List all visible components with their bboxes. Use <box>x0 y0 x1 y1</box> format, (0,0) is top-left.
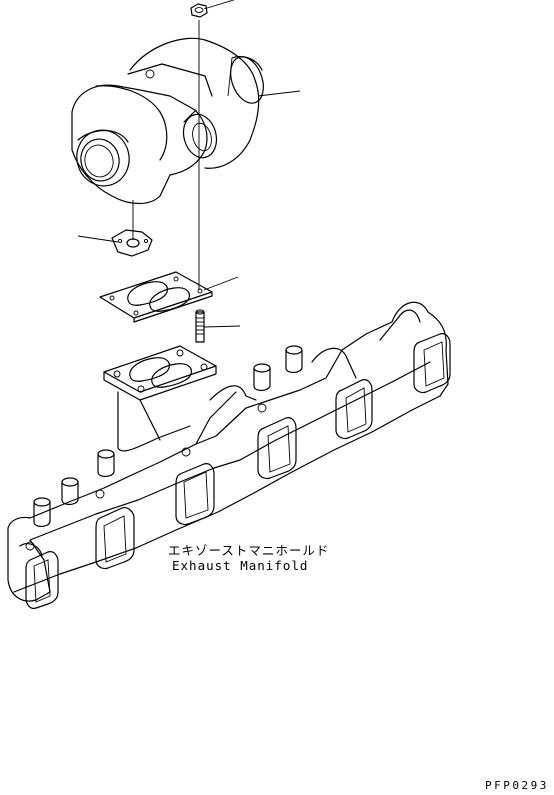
callout-leaders <box>77 0 301 328</box>
alignment-guide-lines <box>132 20 200 290</box>
exhaust-port-2 <box>95 507 135 570</box>
exhaust-port-5 <box>335 379 373 440</box>
oil-drain-gasket <box>111 229 153 257</box>
exhaust-manifold <box>7 301 451 609</box>
turbo-gasket <box>99 271 213 323</box>
manifold-bosses <box>25 345 303 551</box>
exhaust-port-4 <box>257 417 297 480</box>
figure-code: PFP0293 <box>485 779 549 792</box>
turbocharger <box>71 37 264 205</box>
caption-japanese: エキゾーストマニホールド <box>168 543 330 558</box>
caption-english: Exhaust Manifold <box>172 558 309 573</box>
exhaust-port-6 <box>413 333 451 394</box>
exhaust-port-3 <box>175 463 215 526</box>
exhaust-port-1 <box>25 551 59 609</box>
nut <box>190 3 208 18</box>
stud-bolt <box>195 309 205 343</box>
